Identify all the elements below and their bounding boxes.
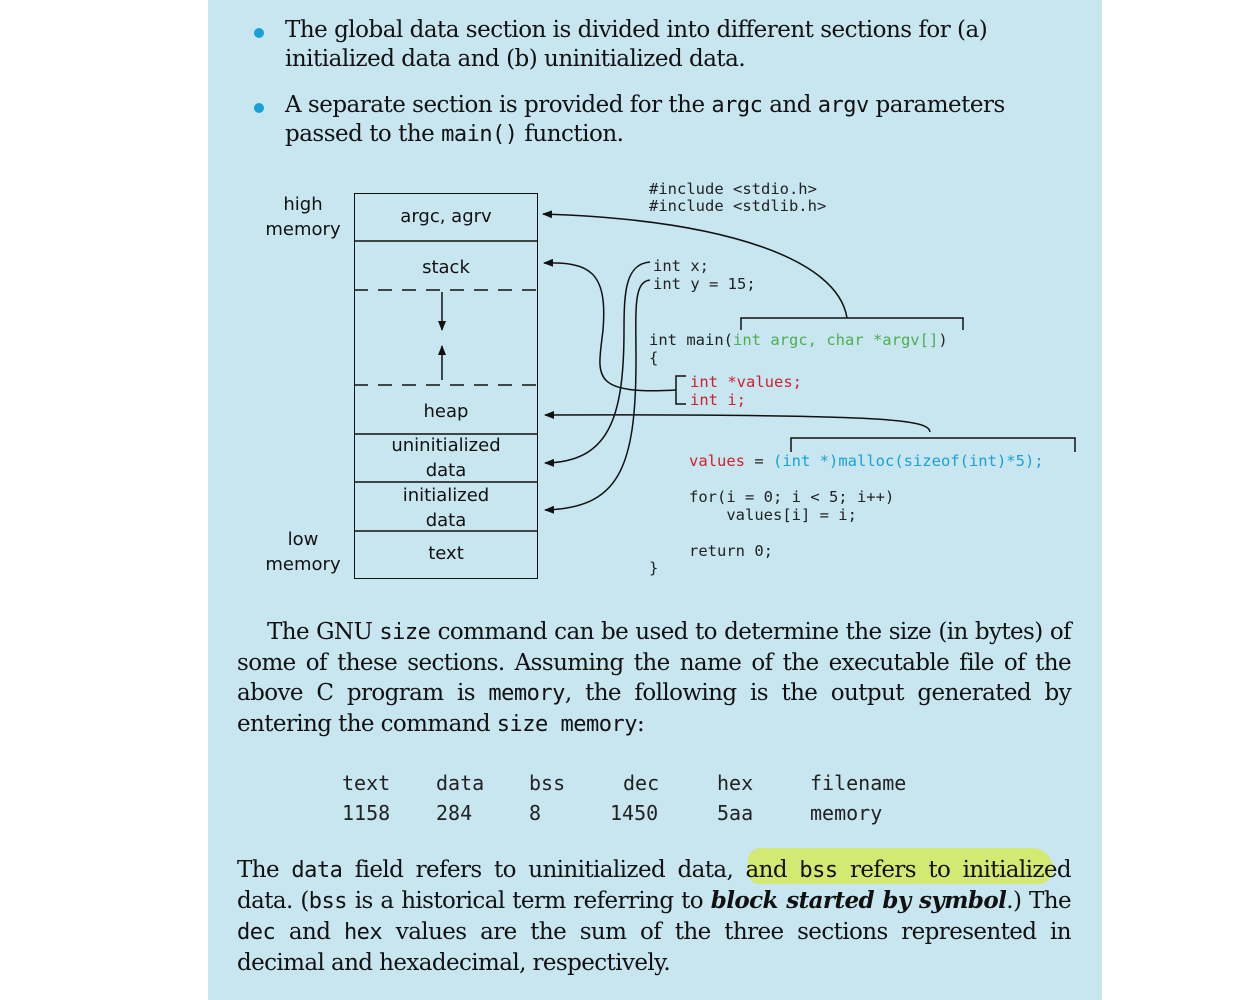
code-return-line: return 0; (689, 542, 773, 560)
code-int-x: int x; (653, 257, 709, 275)
segment-initialized-label: initialized data (402, 485, 490, 531)
segment-argc-label: argc, agrv (400, 206, 492, 227)
segment-uninitialized-label: uninitialized data (391, 435, 501, 481)
highlighter-mark (748, 848, 1053, 884)
table-cell: 8 (529, 801, 542, 825)
low-memory-label: low memory (265, 529, 341, 575)
code-for-line: for(i = 0; i < 5; i++) (689, 488, 895, 506)
locals-bracket (675, 375, 686, 405)
table-header-cell: filename (810, 771, 907, 795)
malloc-to-heap-arrow (544, 410, 931, 433)
table-header-cell: hex (717, 771, 754, 795)
memory-box (354, 193, 538, 579)
code-include-stdio: #include <stdio.h> (649, 180, 817, 198)
malloc-bracket (790, 437, 1076, 452)
segment-text-label: text (428, 543, 464, 564)
code-close-brace: } (649, 559, 659, 577)
diagram-lines (354, 210, 1076, 532)
size-command-paragraph: The GNU size command can be used to dete… (237, 619, 1072, 737)
table-cell: 284 (436, 801, 473, 825)
table-header-cell: data (436, 771, 485, 795)
data-bss-paragraph: The data field refers to uninitialized d… (237, 857, 1072, 976)
code-i-decl: int i; (690, 391, 746, 409)
code-int-y: int y = 15; (653, 275, 756, 293)
bullet-text: The global data section is divided into … (285, 17, 988, 72)
code-assign-line: values[i] = i; (689, 506, 857, 524)
textbook-page: The global data section is divided into … (208, 0, 1102, 1000)
table-cell: 5aa (717, 801, 754, 825)
bullet-text: A separate section is provided for the a… (285, 92, 1005, 147)
code-open-brace: { (649, 349, 659, 367)
segment-heap-label: heap (423, 401, 469, 422)
code-include-stdlib: #include <stdlib.h> (649, 197, 827, 215)
bullet-dot-icon (254, 28, 264, 38)
argv-arrow (542, 210, 848, 319)
bullet-item: A separate section is provided for the a… (248, 91, 1078, 153)
code-main-signature: int main(int argc, char *argv[]) (649, 331, 948, 349)
high-memory-label: high memory (265, 194, 341, 240)
table-cell: 1158 (342, 801, 391, 825)
locals-to-stack-arrow (543, 258, 677, 392)
code-values-decl: int *values; (690, 373, 802, 391)
table-header-cell: dec (623, 771, 660, 795)
segment-stack-label: stack (422, 257, 470, 278)
code-malloc-line: values = (int *)malloc(sizeof(int)*5); (689, 452, 1044, 470)
y-to-initialized-arrow (544, 279, 651, 514)
table-header-cell: bss (529, 771, 566, 795)
bullet-item: The global data section is divided into … (248, 16, 1078, 78)
table-cell: 1450 (610, 801, 659, 825)
x-to-uninitialized-arrow (544, 261, 651, 467)
bullet-dot-icon (254, 103, 264, 113)
table-cell: memory (810, 801, 883, 825)
table-header-cell: text (342, 771, 391, 795)
argv-bracket (740, 317, 964, 330)
